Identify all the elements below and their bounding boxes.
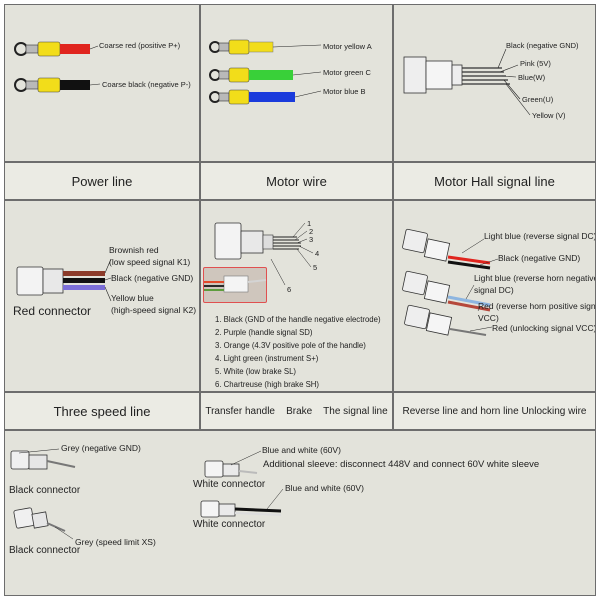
coarse-red-label: Coarse red (positive P+) [99,41,181,50]
horn-negative-label: Light blue (reverse horn negative [474,273,596,283]
horn-positive-label: Red (reverse horn positive signal [478,301,596,311]
motor-wire-drawing [209,39,322,105]
white-connector-2-label: White connector [193,519,266,530]
handle-wire-item: 2. Purple (handle signal SD) [215,328,313,337]
red-black-gnd-label: Black (negative GND) [111,273,194,283]
handle-wire-list: 1. Black (GND of the handle negative ele… [215,313,381,391]
reverse-horn-panel: Light blue (reverse signal DC) Black (ne… [393,200,596,392]
sleeve-note: Additional sleeve: disconnect 448V and c… [263,459,540,470]
handle-wire-item: 6. Chartreuse (high brake SH) [215,380,320,389]
red-connector-drawing [16,258,112,302]
hall-blue-label: Blue(W) [518,73,546,82]
black-connector-2-label: Black connector [9,545,81,556]
unlocking-signal-label: Red (unlocking signal VCC) [492,323,596,333]
red-connector-panel: Brownish red (low speed signal K1) Black… [4,200,200,392]
grey-speed-limit-label: Grey (speed limit XS) [75,537,156,547]
handle-pin-5: 5 [313,263,318,272]
low-speed-signal-label: (low speed signal K1) [109,257,191,267]
bottom-connectors-drawing [10,448,284,540]
black-connector-1-label: Black connector [9,485,81,496]
yellow-blue-label: Yellow blue [111,293,154,303]
hall-connector-drawing [403,48,531,116]
handle-wire-item: 4. Light green (instrument S+) [215,354,319,363]
hall-green-label: Green(U) [522,95,554,104]
handle-pin-1: 1 [307,219,312,228]
motor-blue-label: Motor blue B [323,87,366,96]
hall-yellow-label: Yellow (V) [532,111,566,120]
hall-pink-label: Pink (5V) [520,59,551,68]
handle-wire-item: 3. Orange (4.3V positive pole of the han… [215,341,366,350]
motor-yellow-label: Motor yellow A [323,42,372,51]
handle-caption: Transfer handle Brake The signal line [200,392,393,430]
reverse-horn-drawing [402,228,499,336]
reverse-light-blue-label: Light blue (reverse signal DC) [484,231,596,241]
hall-signal-caption: Motor Hall signal line [393,162,596,200]
power-line-drawing [14,41,101,93]
handle-pin-4: 4 [315,249,320,258]
hall-black-label: Black (negative GND) [506,41,579,50]
coarse-black-label: Coarse black (negative P-) [102,80,191,89]
handle-pin-3: 3 [309,235,314,244]
handle-pin-6: 6 [287,285,292,294]
white-connector-1-label: White connector [193,479,266,490]
handle-wire-item: 1. Black (GND of the handle negative ele… [215,315,381,324]
handle-pin-2: 2 [309,227,314,236]
hall-signal-panel: Black (negative GND) Pink (5V) Blue(W) G… [393,4,596,162]
motor-wire-caption: Motor wire [200,162,393,200]
handle-wire-item: 5. White (low brake SL) [215,367,297,376]
blue-white-1-label: Blue and white (60V) [262,445,341,455]
red-connector-title: Red connector [13,304,92,318]
motor-green-label: Motor green C [323,68,371,77]
high-speed-signal-label: (high-speed signal K2) [111,305,197,315]
handle-plug-photo [203,267,267,303]
three-speed-caption: Three speed line [4,392,200,430]
horn-negative-label-cont: signal DC) [474,285,514,295]
blue-white-2-label: Blue and white (60V) [285,483,364,493]
power-line-caption: Power line [4,162,200,200]
motor-wire-panel: Motor yellow A Motor green C Motor blue … [200,4,393,162]
bottom-connectors-panel: Grey (negative GND) Black connector Grey… [4,430,596,596]
power-line-panel: Coarse red (positive P+) Coarse black (n… [4,4,200,162]
reverse-black-gnd-label: Black (negative GND) [498,253,581,263]
handle-connector-drawing [214,222,314,286]
reverse-caption: Reverse line and horn line Unlocking wir… [393,392,596,430]
brownish-red-label: Brownish red [109,245,159,255]
grey-gnd-label: Grey (negative GND) [61,443,141,453]
horn-positive-label-cont: VCC) [478,313,499,323]
handle-panel: 1 2 3 4 5 6 1. Black (GND of the handle … [200,200,393,392]
